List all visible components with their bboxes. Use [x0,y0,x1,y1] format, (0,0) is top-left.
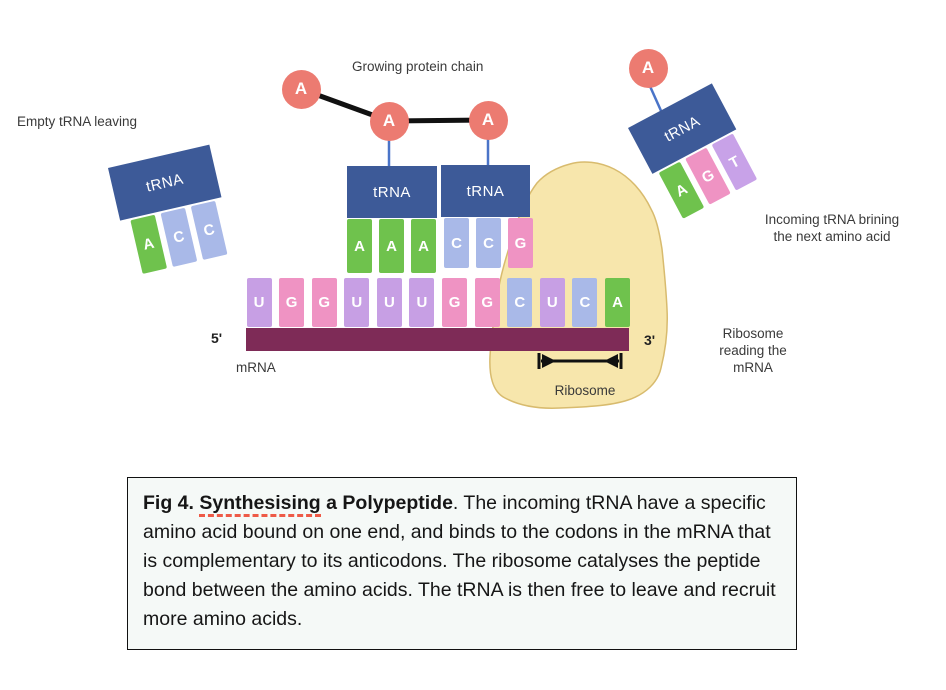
empty-trna-leaving-label: Empty tRNA leaving [17,114,138,129]
mrna-codon-tile: U [246,278,272,327]
mrna-codon-tile: U [376,278,402,327]
mrna-codon-tile: U [344,278,370,327]
mrna-codon-tile: G [474,278,500,327]
growing-protein-chain-label: Growing protein chain [352,59,484,74]
caption-fig-number: Fig 4. [143,492,200,514]
five-prime-label: 5' [211,330,223,346]
anticodon-tile: C [160,207,198,267]
anticodon-row-p-site: A A A [347,219,436,273]
ribosome-reading-label: Ribosome reading the mRNA [719,326,787,375]
incoming-trna-assembly: tRNA A G T [628,83,762,221]
amino-acid-connector [647,83,664,114]
caption-misspelled-word: Synthesising [199,492,321,517]
mrna-codon-tile: U [539,278,565,327]
anticodon-tile: A [130,214,168,274]
three-prime-label: 3' [644,332,656,348]
mrna-codon-tile: C [507,278,533,327]
anticodon-tile: A [411,219,436,273]
amino-acid-circle: A [281,69,321,109]
anticodon-tile: A [347,219,372,273]
mrna-strand-bar [246,328,629,351]
anticodon-tile: A [379,219,404,273]
bracket-arrowhead [604,354,618,368]
trna-box-a-site: tRNA [441,165,530,217]
mrna-codon-tile: G [311,278,337,327]
anticodon-tile: C [476,218,501,268]
anticodon-tile: G [508,218,533,268]
mrna-codon-tile: A [605,278,631,327]
caption-body: . The incoming tRNA have a specific amin… [143,492,782,630]
bracket-arrowhead [542,354,556,368]
mrna-codon-tile: U [409,278,435,327]
incoming-amino-acid-circle: A [628,48,668,88]
figure-caption-box: Fig 4. Synthesising a Polypeptide. The i… [127,477,797,650]
mrna-codon-strip: U G G U U U G G C U C A [246,278,631,327]
amino-acid-circle: A [468,100,508,140]
mrna-codon-tile: G [442,278,468,327]
empty-trna-assembly: tRNA A C C [108,144,234,277]
anticodon-tile: C [444,218,469,268]
trna-box-p-site: tRNA [347,166,437,218]
amino-acid-circle: A [369,101,409,141]
caption-title-rest: a Polypeptide [320,492,453,514]
figure-caption-text: Fig 4. Synthesising a Polypeptide. The i… [128,478,796,645]
mrna-label: mRNA [236,360,276,375]
ribosome-bracket-label: Ribosome [554,383,616,398]
incoming-trna-label: Incoming tRNA brining the next amino aci… [764,212,900,244]
trna-box-label: tRNA [661,112,703,146]
trna-box-label: tRNA [373,183,411,201]
anticodon-tile: C [190,200,228,260]
mrna-codon-tile: G [279,278,305,327]
anticodon-row-a-site: C C G [444,218,533,268]
mrna-codon-tile: C [572,278,598,327]
trna-box-label: tRNA [144,170,186,196]
trna-box-label: tRNA [466,182,505,200]
